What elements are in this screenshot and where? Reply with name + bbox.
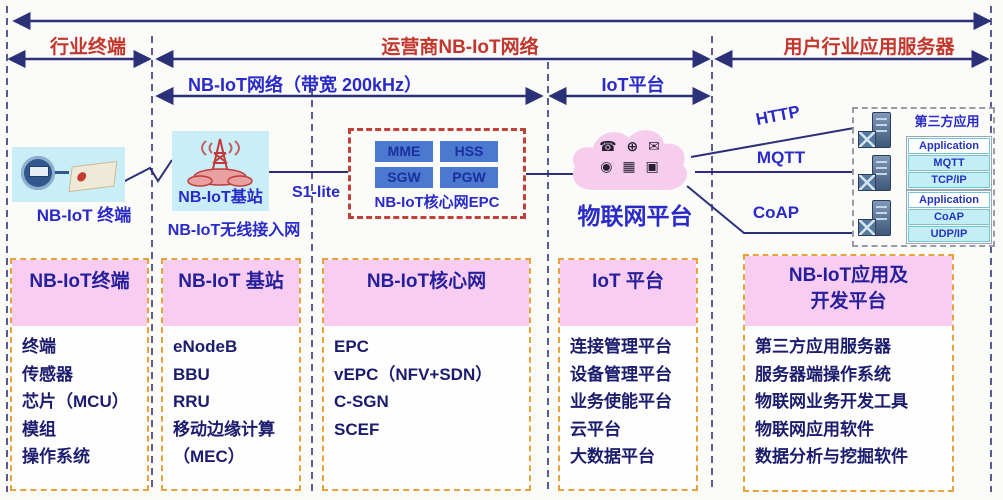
list-item: 物联网业务开发工具 <box>755 392 908 411</box>
stack-layer-coap: CoAP <box>908 209 990 225</box>
radio-tower-icon <box>187 138 253 187</box>
server-icon <box>855 155 899 193</box>
column-iot-platform: IoT 平台 连接管理平台 设备管理平台 业务使能平台 云平台 大数据平台 <box>558 258 698 491</box>
column-title: NB-IoT核心网 <box>324 260 529 326</box>
protocol-label-mqtt: MQTT <box>756 148 806 167</box>
cloud-icons-row2: ◉ ▦ ▣ <box>566 158 696 175</box>
link-lines <box>122 127 855 234</box>
server-switch <box>858 131 876 148</box>
cloud-coap-link <box>686 185 854 234</box>
list-item: vEPC（NFV+SDN） <box>334 364 493 384</box>
list-item: 数据分析与挖掘软件 <box>755 447 908 466</box>
list-item: 云平台 <box>570 419 621 439</box>
list-item: 物联网应用软件 <box>755 419 874 439</box>
server-tower <box>872 155 891 191</box>
protocol-stack-mqtt: Application MQTT TCP/IP <box>906 136 992 190</box>
list-item: 业务使能平台 <box>570 392 672 411</box>
list-item: 连接管理平台 <box>570 337 672 356</box>
mail-icon: ✉ <box>648 138 663 154</box>
column-title: IoT 平台 <box>560 260 696 326</box>
station-label: NB-IoT基站 <box>178 189 263 206</box>
list-item: 终端 <box>22 337 56 356</box>
column-title: NB-IoT终端 <box>12 260 147 326</box>
stack-layer-application: Application <box>908 192 990 208</box>
camera-icon: ◉ <box>600 158 616 174</box>
list-item: 设备管理平台 <box>570 364 672 384</box>
epc-core-box: MME HSS SGW PGW NB-IoT核心网EPC <box>348 128 526 219</box>
phone-icon: ☎ <box>599 138 620 154</box>
list-item: 大数据平台 <box>570 447 655 466</box>
terminal-label: NB-IoT 终端 <box>36 206 132 225</box>
server-icon <box>855 112 899 150</box>
section-label-app-server: 用户行业应用服务器 <box>783 37 955 58</box>
column-item-list: EPC vEPC（NFV+SDN） C-SGN SCEF <box>324 333 529 443</box>
section-label-operator-network: 运营商NB-IoT网络 <box>381 37 539 58</box>
column-nbiot-core: NB-IoT核心网 EPC vEPC（NFV+SDN） C-SGN SCEF <box>322 258 531 491</box>
stack-layer-udpip: UDP/IP <box>908 226 990 242</box>
epc-label: NB-IoT核心网EPC <box>374 194 500 211</box>
column-title: NB-IoT 基站 <box>163 260 299 326</box>
smart-meter-icon <box>21 156 55 190</box>
list-item: C-SGN <box>334 392 389 411</box>
epc-elements-grid: MME HSS SGW PGW <box>375 141 498 188</box>
list-item: RRU <box>173 392 210 411</box>
cloud-icons-row1: ☎ ⊕ ✉ <box>566 138 696 155</box>
third-party-box <box>852 107 995 247</box>
epc-cell-hss: HSS <box>440 141 498 162</box>
s1-lite-label: S1-lite <box>291 184 340 201</box>
column-nbiot-app-platform: NB-IoT应用及 开发平台 第三方应用服务器 服务器端操作系统 物联网业务开发… <box>743 254 954 492</box>
server-switch <box>858 219 876 236</box>
list-item: 传感器 <box>22 364 73 384</box>
list-item: 芯片（MCU） <box>22 392 129 411</box>
epc-cell-mme: MME <box>375 141 433 162</box>
list-item: EPC <box>334 337 369 356</box>
ran-label: NB-IoT无线接入网 <box>167 222 301 239</box>
cloud-http-link <box>690 127 855 158</box>
epc-cell-sgw: SGW <box>375 167 433 188</box>
cloud-shape <box>572 130 688 190</box>
column-item-list: eNodeB BBU RRU 移动边缘计算 （MEC） <box>163 333 299 471</box>
span-arrows <box>7 11 992 106</box>
nbiot-chip-icon <box>68 160 118 193</box>
column-item-list: 终端 传感器 芯片（MCU） 模组 操作系统 <box>12 333 147 471</box>
server-tower <box>872 112 891 148</box>
protocol-label-coap: CoAP <box>752 203 800 222</box>
video-icon: ▣ <box>645 158 662 174</box>
section-label-nbiot-network: NB-IoT网络（带宽 200kHz） <box>187 75 423 95</box>
base-station-box: NB-IoT基站 <box>172 131 269 211</box>
list-item: 服务器端操作系统 <box>755 364 891 384</box>
globe-icon: ⊕ <box>626 138 642 154</box>
protocol-stack-coap: Application CoAP UDP/IP <box>906 190 992 244</box>
column-nbiot-terminal: NB-IoT终端 终端 传感器 芯片（MCU） 模组 操作系统 <box>10 258 149 491</box>
list-item: 移动边缘计算 （MEC） <box>173 419 275 467</box>
third-party-title: 第三方应用 <box>914 114 980 129</box>
list-item: eNodeB <box>173 337 238 356</box>
divider-lines <box>6 6 992 492</box>
server-switch <box>858 174 876 191</box>
section-label-industry-terminal: 行业终端 <box>49 37 126 58</box>
server-icon <box>855 200 899 238</box>
list-item: BBU <box>173 364 210 384</box>
column-item-list: 第三方应用服务器 服务器端操作系统 物联网业务开发工具 物联网应用软件 数据分析… <box>745 333 952 471</box>
column-title: NB-IoT应用及 开发平台 <box>745 256 952 326</box>
stack-layer-application: Application <box>908 138 990 154</box>
cloud-platform-label: 物联网平台 <box>577 203 693 229</box>
stack-layer-mqtt: MQTT <box>908 155 990 171</box>
list-item: 第三方应用服务器 <box>755 337 891 356</box>
list-item: 模组 <box>22 419 56 439</box>
section-label-iot-platform: IoT平台 <box>601 75 665 95</box>
iot-cloud: ☎ ⊕ ✉ ◉ ▦ ▣ <box>566 124 696 198</box>
stack-layer-tcpip: TCP/IP <box>908 172 990 188</box>
column-item-list: 连接管理平台 设备管理平台 业务使能平台 云平台 大数据平台 <box>560 333 696 471</box>
epc-cell-pgw: PGW <box>440 167 498 188</box>
terminal-device-box <box>12 147 125 202</box>
column-nbiot-station: NB-IoT 基站 eNodeB BBU RRU 移动边缘计算 （MEC） <box>161 258 301 491</box>
terminal-station-link <box>122 159 173 183</box>
grid-icon: ▦ <box>622 158 639 174</box>
meter-chip-connector <box>55 171 69 174</box>
list-item: SCEF <box>334 419 380 439</box>
server-tower <box>872 200 891 236</box>
list-item: 操作系统 <box>22 447 90 466</box>
